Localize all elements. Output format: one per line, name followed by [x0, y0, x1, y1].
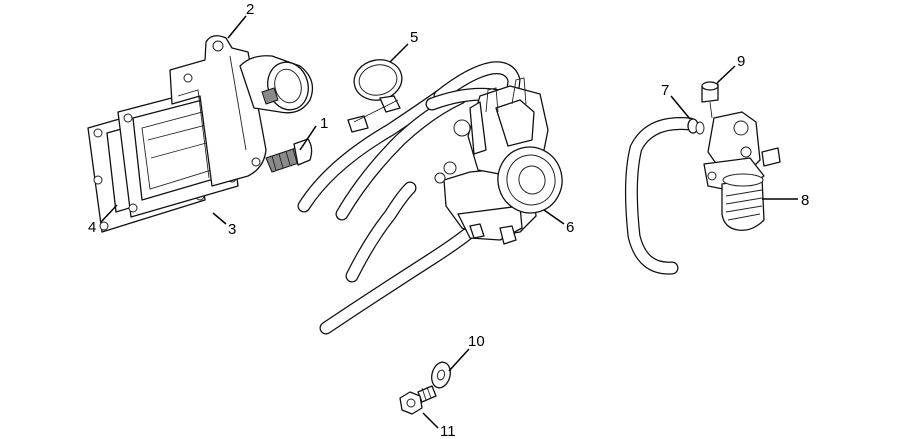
screw-part [701, 81, 719, 119]
leader-7 [670, 95, 691, 120]
callout-4: 4 [88, 219, 96, 236]
leader-2 [227, 15, 247, 39]
leader-1 [299, 125, 317, 151]
leader-6 [543, 209, 565, 225]
clip-part [687, 118, 705, 135]
callout-6: 6 [566, 219, 574, 236]
callout-5: 5 [410, 29, 418, 46]
callout-labels: 1 2 3 4 5 6 7 8 9 10 11 [88, 1, 809, 439]
hex-bolt-part [399, 385, 437, 415]
leader-3 [212, 212, 227, 225]
leader-9 [716, 65, 736, 84]
callout-8: 8 [801, 192, 809, 209]
callout-9: 9 [737, 53, 745, 70]
hose-clamp-part [347, 59, 403, 133]
callout-1: 1 [320, 115, 328, 132]
carburetor-part [434, 77, 563, 245]
fuel-line [624, 117, 697, 275]
callout-3: 3 [228, 221, 236, 238]
leader-10 [448, 348, 470, 372]
leader-5 [389, 43, 409, 63]
callout-10: 10 [468, 333, 485, 350]
leader-4 [100, 204, 118, 223]
washer-part [431, 361, 451, 389]
leader-11 [422, 412, 439, 429]
bolt-part [265, 138, 313, 173]
callout-2: 2 [246, 1, 254, 18]
oil-pump-part [703, 111, 781, 231]
leader-lines [100, 15, 798, 429]
callout-11: 11 [440, 423, 456, 439]
callout-7: 7 [661, 82, 669, 99]
intake-manifold-part [169, 35, 314, 187]
